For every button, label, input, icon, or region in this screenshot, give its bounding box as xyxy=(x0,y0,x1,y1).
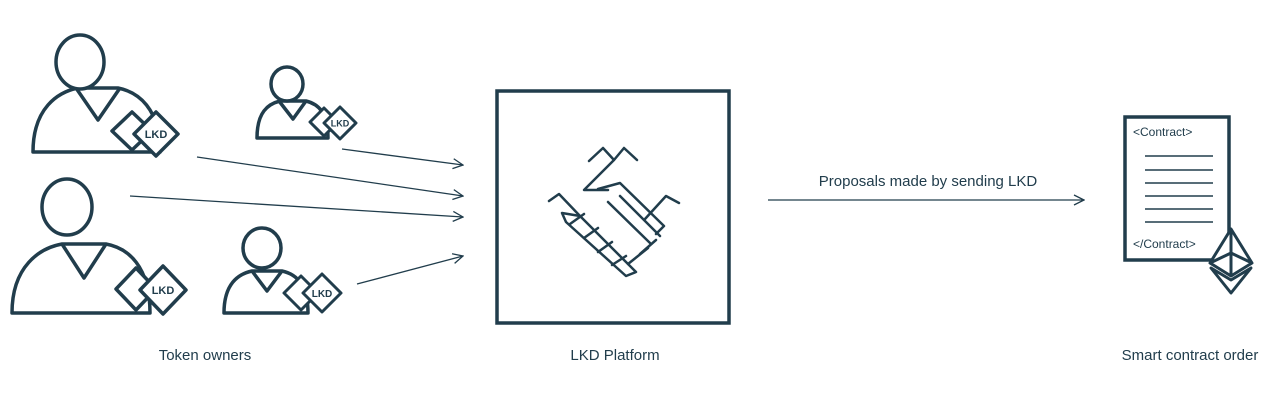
lkd-token-3: LKD xyxy=(114,264,188,316)
lkd-token-label-3: LKD xyxy=(152,285,175,297)
contract-text-lines xyxy=(1145,155,1213,223)
caption-lkd-platform: LKD Platform xyxy=(570,347,660,364)
handshake-icon xyxy=(547,146,681,278)
caption-smart-contract: Smart contract order xyxy=(1121,347,1259,364)
arrow-user3-to-platform xyxy=(129,195,463,217)
user-icon-3 xyxy=(10,177,152,315)
owner-arrows xyxy=(129,148,463,285)
caption-token-owners: Token owners xyxy=(158,347,252,364)
contract-document-icon: <Contract> </Contract> xyxy=(1123,115,1231,262)
lkd-token-label-1: LKD xyxy=(145,129,168,141)
lkd-token-4: LKD xyxy=(282,272,343,314)
lkd-token-label-4: LKD xyxy=(312,289,333,300)
arrow-user1-to-platform xyxy=(196,156,463,196)
lkd-token-label-2: LKD xyxy=(331,119,350,129)
contract-open-tag: <Contract> xyxy=(1133,125,1192,139)
user-icon-1 xyxy=(31,33,162,154)
proposals-arrow-label: Proposals made by sending LKD xyxy=(818,173,1038,190)
contract-close-tag: </Contract> xyxy=(1133,237,1196,251)
arrow-user2-to-platform xyxy=(341,148,463,165)
user-icon-2 xyxy=(255,65,330,140)
lkd-token-2: LKD xyxy=(308,105,358,141)
ethereum-icon xyxy=(1208,227,1254,295)
user-icon-4 xyxy=(222,226,310,315)
arrow-user4-to-platform xyxy=(356,256,463,285)
lkd-token-1: LKD xyxy=(110,110,180,158)
